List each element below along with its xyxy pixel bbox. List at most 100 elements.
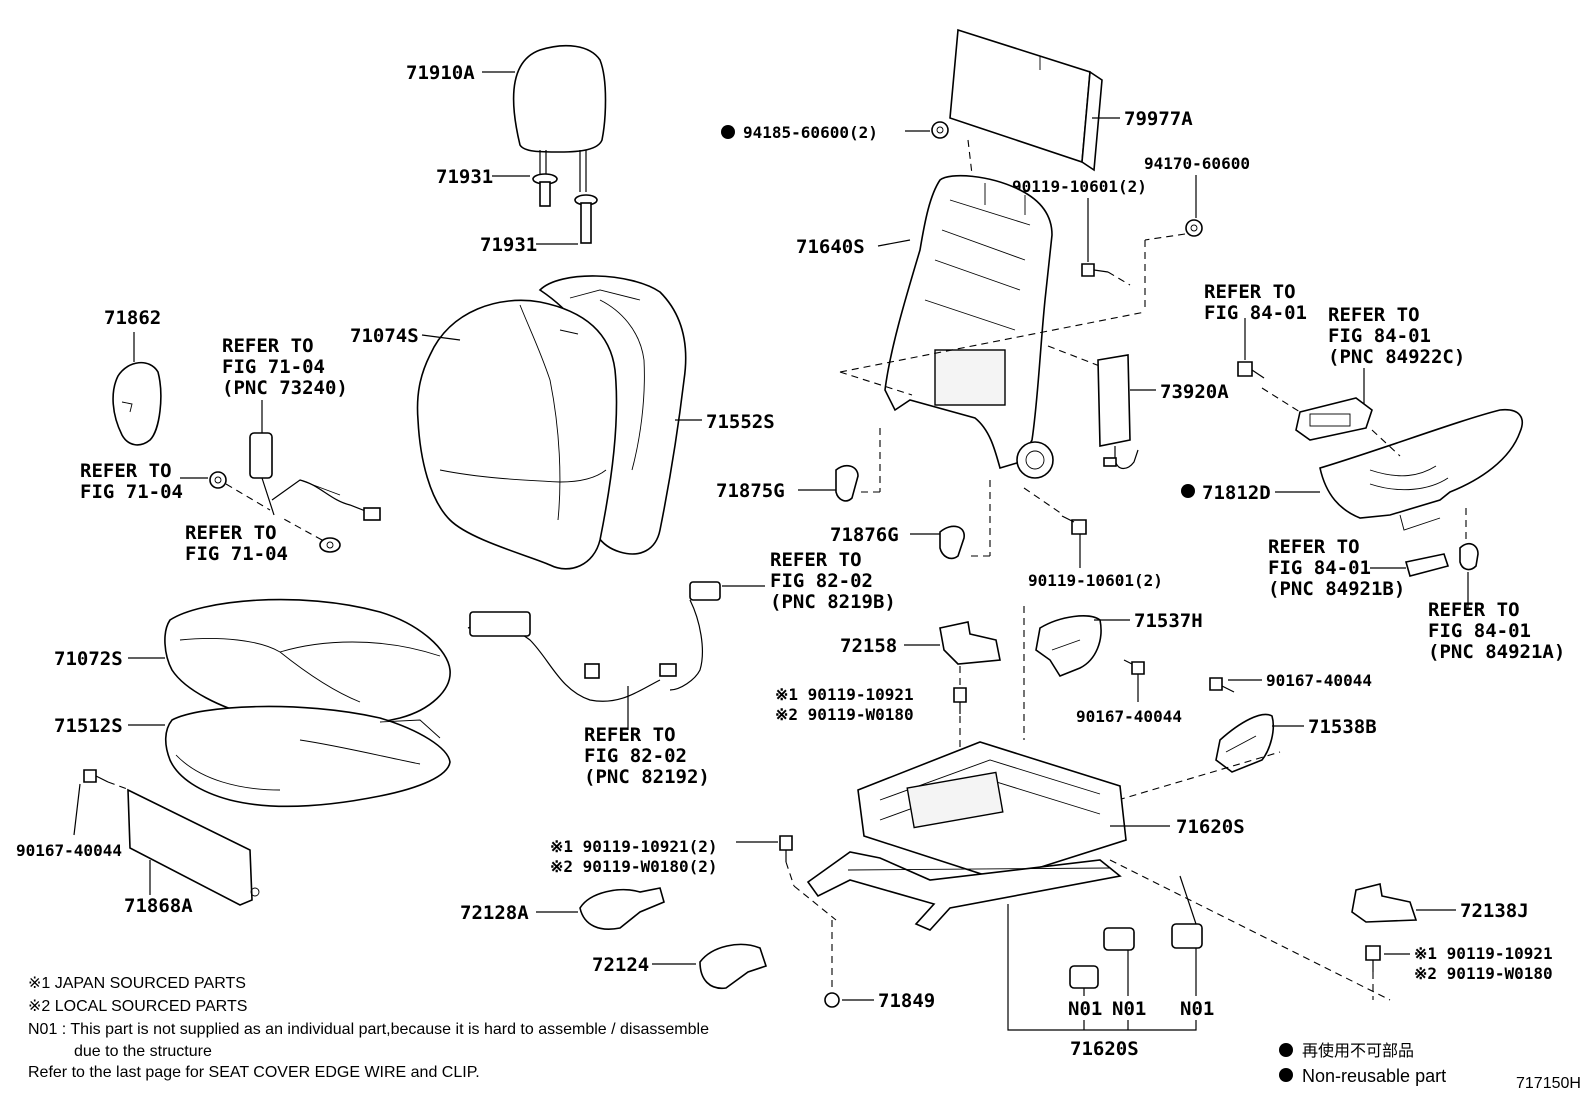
label-71620s-top: 71620S <box>1176 816 1245 838</box>
ref-84921b-line3: (PNC 84921B) <box>1268 578 1405 600</box>
ref-82192-line2: FIG 82-02 <box>584 745 687 767</box>
ref-82192-line3: (PNC 82192) <box>584 766 710 788</box>
motor-n01-b[interactable] <box>1103 927 1135 951</box>
motor-n01-c[interactable] <box>1171 923 1203 949</box>
legend-en: Non-reusable part <box>1302 1066 1446 1086</box>
note-japan-sourced: ※1 JAPAN SOURCED PARTS <box>28 975 246 992</box>
seatback-cover-71074s[interactable] <box>416 299 618 570</box>
note-local-sourced: ※2 LOCAL SOURCED PARTS <box>28 998 247 1015</box>
headrest-guide-71931a[interactable] <box>532 173 598 244</box>
ref-84921b-line2: FIG 84-01 <box>1268 557 1371 579</box>
legend: 再使用不可部品 Non-reusable part <box>1279 1041 1446 1086</box>
ref-8219b-line1: REFER TO <box>770 549 862 571</box>
label-71552s: 71552S <box>706 411 775 433</box>
label-71537h: 71537H <box>1134 610 1203 632</box>
knob-84921a[interactable] <box>1459 542 1479 571</box>
seat-adjuster-71620s[interactable] <box>806 741 1127 931</box>
label-90119-bottom: 90119-10601(2) <box>1028 571 1163 590</box>
legend-jp: 再使用不可部品 <box>1302 1041 1414 1060</box>
label-71862: 71862 <box>104 307 161 329</box>
ref-71-04a-line2: FIG 71-04 <box>80 481 183 503</box>
switch-84922c[interactable] <box>1295 397 1373 441</box>
cushion-cover-71072s[interactable] <box>164 598 451 728</box>
ref-71-04b-line1: REFER TO <box>185 522 277 544</box>
clip-71849[interactable] <box>824 992 840 1008</box>
ref-84921b-line1: REFER TO <box>1268 536 1360 558</box>
bolt-90119-10921-left[interactable] <box>779 835 793 862</box>
label-72124: 72124 <box>592 954 649 976</box>
label-n01-c: N01 <box>1180 998 1214 1020</box>
cover-72138j[interactable] <box>1351 883 1418 923</box>
trim-71868a[interactable] <box>127 788 260 906</box>
ref-71-04b-line2: FIG 71-04 <box>185 543 288 565</box>
bolt-90167-left[interactable] <box>83 769 109 783</box>
bolt-90167-center[interactable] <box>1123 659 1145 675</box>
legend-dot-jp <box>1279 1043 1293 1057</box>
bolt-90119-10921-center[interactable] <box>953 687 967 714</box>
bolt-90167-right[interactable] <box>1209 677 1235 693</box>
cover-72124[interactable] <box>699 943 768 989</box>
cover-71537h[interactable] <box>1035 615 1102 677</box>
knob-84921b[interactable] <box>1404 553 1450 577</box>
ref-84922c-line1: REFER TO <box>1328 304 1420 326</box>
cover-72158[interactable] <box>939 621 1001 665</box>
nut-94170[interactable] <box>1185 219 1203 237</box>
bolt-90119-10601-bottom[interactable] <box>1061 515 1087 535</box>
ref-84921a-line2: FIG 84-01 <box>1428 620 1531 642</box>
label-71876g: 71876G <box>830 524 899 546</box>
seat-belt-buckle[interactable] <box>249 432 381 521</box>
note-n01-cont: due to the structure <box>74 1043 212 1060</box>
label-72128a: 72128A <box>460 902 529 924</box>
sourced-right-line2: ※2 90119-W0180 <box>1414 964 1553 983</box>
label-71812d: 71812D <box>1202 482 1271 504</box>
label-94185: 94185-60600(2) <box>743 123 878 142</box>
bolt-fig-71-04-b[interactable] <box>319 537 341 553</box>
ref-82192-line1: REFER TO <box>584 724 676 746</box>
label-90167-center: 90167-40044 <box>1076 707 1182 726</box>
ref-73240-line3: (PNC 73240) <box>222 377 348 399</box>
motor-n01-a[interactable] <box>1069 965 1099 989</box>
headrest-71910a[interactable] <box>512 44 607 192</box>
cover-71875g[interactable] <box>835 464 859 502</box>
ref-8219b-line3: (PNC 8219B) <box>770 591 896 613</box>
label-71849: 71849 <box>878 990 935 1012</box>
label-71640s: 71640S <box>796 236 865 258</box>
label-71512s: 71512S <box>54 715 123 737</box>
label-n01-a: N01 <box>1068 998 1102 1020</box>
seatback-frame-71640s[interactable] <box>884 174 1054 479</box>
sourced-left-line2: ※2 90119-W0180(2) <box>550 857 718 876</box>
screw-fig-84-01[interactable] <box>1237 361 1265 379</box>
cushion-pad-71512s[interactable] <box>164 705 451 808</box>
label-71074s: 71074S <box>350 325 419 347</box>
board-79977a[interactable] <box>949 28 1103 172</box>
sourced-left-line1: ※1 90119-10921(2) <box>550 837 718 856</box>
bolt-90119-10601-top[interactable] <box>1081 263 1109 277</box>
label-73920a: 73920A <box>1160 381 1229 403</box>
nut-94185[interactable] <box>721 121 949 139</box>
wire-harness-82-02[interactable] <box>467 581 721 702</box>
ref-8219b-line2: FIG 82-02 <box>770 570 873 592</box>
label-71072s: 71072S <box>54 648 123 670</box>
bolt-fig-71-04-a[interactable] <box>209 471 227 489</box>
bolt-90119-10921-right[interactable] <box>1365 945 1381 972</box>
airbag-73920a[interactable] <box>1097 354 1139 470</box>
label-90167-right: 90167-40044 <box>1266 671 1372 690</box>
label-72158: 72158 <box>840 635 897 657</box>
ref-84-01-line1: REFER TO <box>1204 281 1296 303</box>
cover-71538b[interactable] <box>1215 713 1275 773</box>
label-72138j: 72138J <box>1460 900 1529 922</box>
label-71868a: 71868A <box>124 895 193 917</box>
label-71875g: 71875G <box>716 480 785 502</box>
label-90167-left: 90167-40044 <box>16 841 122 860</box>
label-94170: 94170-60600 <box>1144 154 1250 173</box>
shield-71812d[interactable] <box>1319 408 1524 531</box>
cover-72128a[interactable] <box>579 887 665 930</box>
label-71931a: 71931 <box>436 166 493 188</box>
label-71620s-bottom: 71620S <box>1070 1038 1139 1060</box>
ref-73240-line2: FIG 71-04 <box>222 356 325 378</box>
cover-71876g[interactable] <box>939 525 965 560</box>
sourced-center-line2: ※2 90119-W0180 <box>775 705 914 724</box>
cover-71862[interactable] <box>112 361 162 446</box>
